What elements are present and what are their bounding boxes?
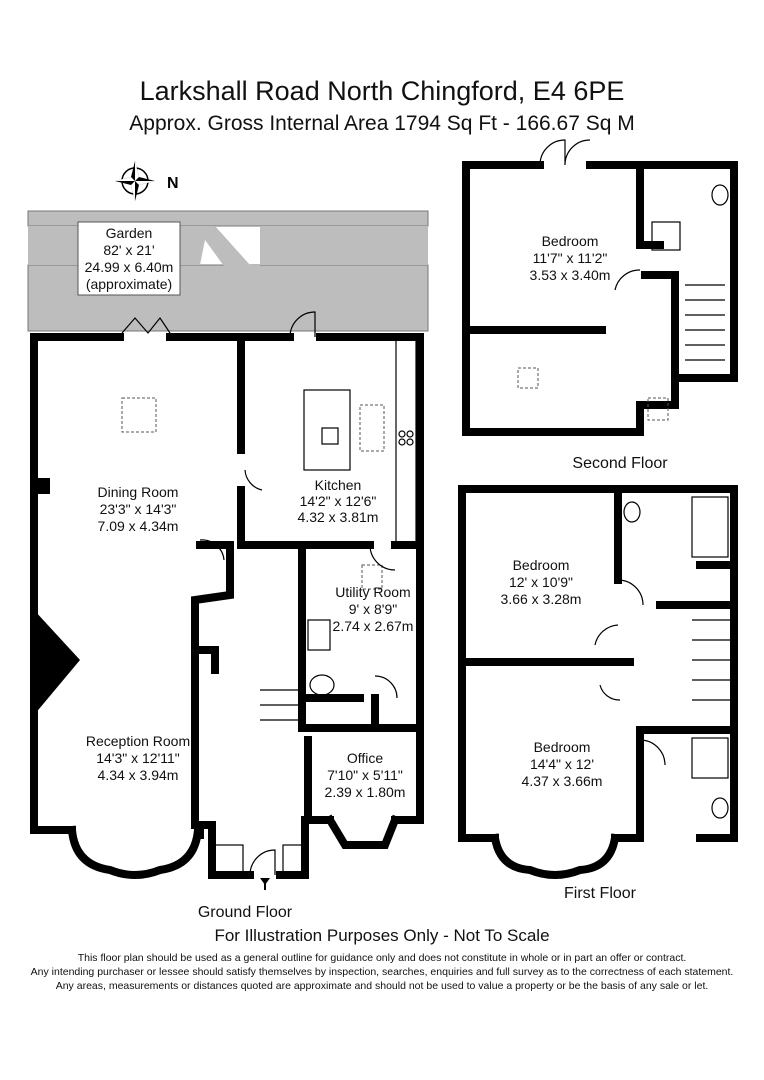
room-name: Office xyxy=(347,750,384,766)
room-name: Reception Room xyxy=(86,733,190,749)
disclaimer-line: Any intending purchaser or lessee should… xyxy=(30,966,734,978)
room-dim-metric: 7.09 x 4.34m xyxy=(98,518,179,534)
room-dim-imperial: 9' x 8'9" xyxy=(349,601,397,617)
room-name: Dining Room xyxy=(98,484,179,500)
room-dim-imperial: 14'4" x 12' xyxy=(530,756,594,772)
disclaimer-line: This floor plan should be used as a gene… xyxy=(77,952,687,964)
room-dim-imperial: 12' x 10'9" xyxy=(509,574,573,590)
room-dim-metric: 2.39 x 1.80m xyxy=(325,784,406,800)
compass-north-label: N xyxy=(167,175,179,192)
room-name: Bedroom xyxy=(542,233,599,249)
room-name: Garden xyxy=(106,225,153,241)
compass-rose-icon xyxy=(115,161,155,201)
room-note: (approximate) xyxy=(86,276,172,292)
room-dim-imperial: 23'3" x 14'3" xyxy=(100,501,177,517)
disclaimer: This floor plan should be used as a gene… xyxy=(0,951,764,993)
gross-area-subtitle: Approx. Gross Internal Area 1794 Sq Ft -… xyxy=(129,112,635,135)
room-dim-imperial: 82' x 21' xyxy=(103,242,154,258)
garden-area xyxy=(27,210,429,332)
room-name: Bedroom xyxy=(513,557,570,573)
room-name: Bedroom xyxy=(534,739,591,755)
disclaimer-line: Any areas, measurements or distances quo… xyxy=(55,980,709,992)
room-dim-metric: 4.37 x 3.66m xyxy=(522,773,603,789)
room-dim-metric: 24.99 x 6.40m xyxy=(85,259,174,275)
room-dim-metric: 3.66 x 3.28m xyxy=(501,591,582,607)
room-name: Utility Room xyxy=(335,584,410,600)
plan-title: Larkshall Road North Chingford, E4 6PE xyxy=(139,76,625,106)
room-dim-metric: 2.74 x 2.67m xyxy=(333,618,414,634)
illustration-note: For Illustration Purposes Only - Not To … xyxy=(214,926,550,945)
first-floor-walls xyxy=(458,485,738,879)
room-dim-imperial: 11'7" x 11'2" xyxy=(533,250,608,266)
room-dim-imperial: 14'2" x 12'6" xyxy=(300,493,377,509)
room-name: Kitchen xyxy=(315,477,362,493)
ground-floor-walls xyxy=(30,333,424,879)
room-dim-imperial: 7'10" x 5'11" xyxy=(327,767,403,783)
room-dim-metric: 3.53 x 3.40m xyxy=(530,267,611,283)
first-floor-label: First Floor xyxy=(564,885,637,902)
ground-floor-fixtures xyxy=(121,311,417,890)
second-floor-label: Second Floor xyxy=(572,455,668,472)
room-dim-imperial: 14'3" x 12'11" xyxy=(96,750,180,766)
ground-floor-label: Ground Floor xyxy=(198,904,293,921)
room-dim-metric: 4.32 x 3.81m xyxy=(298,509,379,525)
room-dim-metric: 4.34 x 3.94m xyxy=(98,767,179,783)
second-floor-walls xyxy=(462,139,738,436)
